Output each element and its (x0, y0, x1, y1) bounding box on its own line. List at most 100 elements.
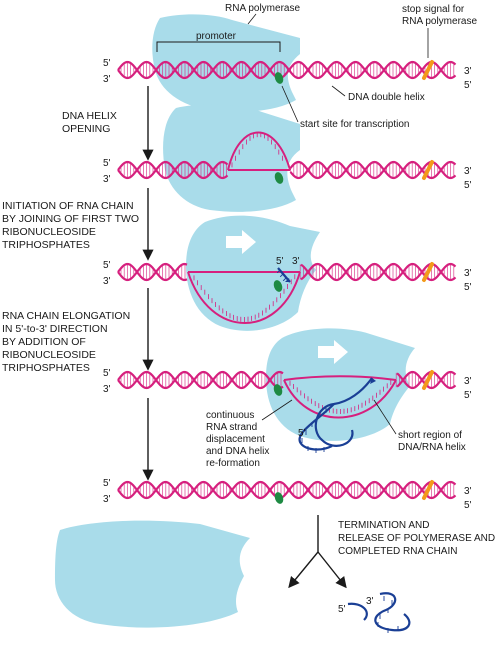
strand-end-label: 3' (103, 384, 111, 395)
strand-end-label: 5' (464, 282, 472, 293)
movement-arrows (226, 230, 348, 364)
strand-end-label: 3' (103, 494, 111, 505)
svg-text:OPENING: OPENING (62, 123, 110, 135)
svg-text:RELEASE OF POLYMERASE AND: RELEASE OF POLYMERASE AND (338, 533, 495, 544)
stop-signal-marker (422, 480, 434, 500)
start-site-marker (273, 384, 283, 396)
svg-text:COMPLETED RNA CHAIN: COMPLETED RNA CHAIN (338, 546, 457, 557)
step-2-label: INITIATION OF RNA CHAIN BY JOINING OF FI… (2, 200, 139, 251)
rna-polymerase-leader (247, 13, 257, 25)
strand-end-label: 5' (464, 390, 472, 401)
rna-head (370, 378, 376, 384)
svg-text:RIBONUCLEOSIDE: RIBONUCLEOSIDE (2, 226, 96, 238)
svg-text:displacement: displacement (206, 434, 265, 445)
svg-text:DNA HELIX: DNA HELIX (62, 110, 117, 122)
rna-chain (374, 592, 411, 632)
strand-end-label: 3' (464, 376, 472, 387)
svg-text:TRIPHOSPHATES: TRIPHOSPHATES (2, 239, 90, 251)
strand-end-label: 5' (464, 500, 472, 511)
release-split-arrow (288, 515, 319, 589)
svg-text:re-formation: re-formation (206, 458, 260, 469)
rna-layer (276, 267, 411, 633)
rna-polymerase-shape (266, 328, 415, 441)
transcription-bubbles (187, 131, 397, 419)
start-site-label: start site for transcription (300, 119, 409, 130)
svg-text:short region of: short region of (398, 430, 462, 441)
strand-end-label: 3' (103, 74, 111, 85)
svg-text:RIBONUCLEOSIDE: RIBONUCLEOSIDE (2, 349, 96, 361)
strand-end-label: 3' (366, 596, 374, 607)
displacement-label: continuous RNA strand displacement and D… (206, 410, 269, 469)
svg-text:RNA strand: RNA strand (206, 422, 257, 433)
dna-strand (117, 60, 457, 80)
short-region-label: short region of DNA/RNA helix (398, 430, 466, 453)
step-3-label: RNA CHAIN ELONGATION IN 5'-to-3' DIRECTI… (2, 310, 130, 374)
strand-end-label: 5' (103, 58, 111, 69)
rna-chain (347, 602, 368, 621)
strand-end-label: 3' (292, 256, 300, 267)
stop-signal-label-line2: RNA polymerase (402, 16, 477, 27)
strand-end-label: 3' (103, 174, 111, 185)
strand-end-label: 5' (338, 604, 346, 615)
site-markers (273, 60, 434, 504)
displacement-leader (261, 399, 293, 421)
svg-text:BY JOINING OF FIRST TWO: BY JOINING OF FIRST TWO (2, 213, 139, 225)
strand-end-labels: 5' 3' 3' 5' 5' 3' 3' 5' 5' 3' 3' 5' 5' 3' 3' 5' 5' 3' 3' 5'… (103, 58, 472, 615)
svg-text:RNA CHAIN ELONGATION: RNA CHAIN ELONGATION (2, 310, 130, 322)
strand-end-label: 5' (103, 368, 111, 379)
release-split-arrow (317, 551, 347, 589)
start-site-marker (274, 492, 284, 504)
promoter-label: promoter (196, 31, 237, 42)
strand-end-label: 5' (464, 180, 472, 191)
coding-strand (283, 375, 397, 381)
svg-text:IN 5'-to-3' DIRECTION: IN 5'-to-3' DIRECTION (2, 323, 108, 335)
dna-strand (117, 60, 457, 80)
step-1-label: DNA HELIX OPENING (62, 110, 117, 135)
strand-end-label: 3' (464, 66, 472, 77)
svg-text:TERMINATION AND: TERMINATION AND (338, 520, 429, 531)
dna-strand (117, 480, 457, 500)
rna-base (282, 277, 287, 282)
dna-helix-leader (331, 85, 346, 97)
promoter-bracket (156, 41, 281, 52)
rna-base (276, 269, 281, 274)
start-site-marker (274, 72, 284, 84)
rna-base (279, 273, 284, 278)
strand-end-label: 5' (276, 256, 284, 267)
dna-strand (117, 370, 457, 390)
svg-text:BY ADDITION OF: BY ADDITION OF (2, 336, 86, 348)
strand-end-label: 3' (464, 268, 472, 279)
stop-signal-marker (422, 370, 434, 390)
rna-polymerase-label: RNA polymerase (225, 3, 300, 14)
template-strand (283, 379, 397, 419)
start-site-marker (274, 172, 284, 184)
svg-text:and DNA helix: and DNA helix (206, 446, 269, 457)
strand-end-label: 3' (103, 276, 111, 287)
termination-label: TERMINATION AND RELEASE OF POLYMERASE AN… (338, 520, 495, 557)
svg-text:INITIATION OF RNA CHAIN: INITIATION OF RNA CHAIN (2, 200, 134, 212)
polymerase-layer (55, 14, 415, 628)
stop-signal-label-line1: stop signal for (402, 4, 465, 15)
movement-arrow (318, 340, 348, 364)
rna-polymerase-shape (55, 520, 250, 628)
rna-chain (298, 403, 335, 451)
strand-end-label: 5' (103, 158, 111, 169)
movement-arrow (226, 230, 256, 254)
start-site-marker (273, 280, 283, 292)
dna-helix (117, 160, 457, 180)
strand-end-label: 3' (464, 166, 472, 177)
dna-strand (117, 160, 457, 180)
dna-strand (117, 480, 457, 500)
rna-head (285, 278, 290, 282)
dna-double-helix-label: DNA double helix (348, 92, 425, 103)
stop-signal-marker (422, 60, 434, 80)
template-strand (227, 131, 291, 171)
stop-signal-marker (422, 262, 434, 282)
strand-end-label: 3' (464, 486, 472, 497)
rna-polymerase-shape (186, 215, 320, 331)
strand-end-label: 5' (103, 260, 111, 271)
short-region-leader (373, 399, 397, 435)
svg-text:continuous: continuous (206, 410, 254, 421)
